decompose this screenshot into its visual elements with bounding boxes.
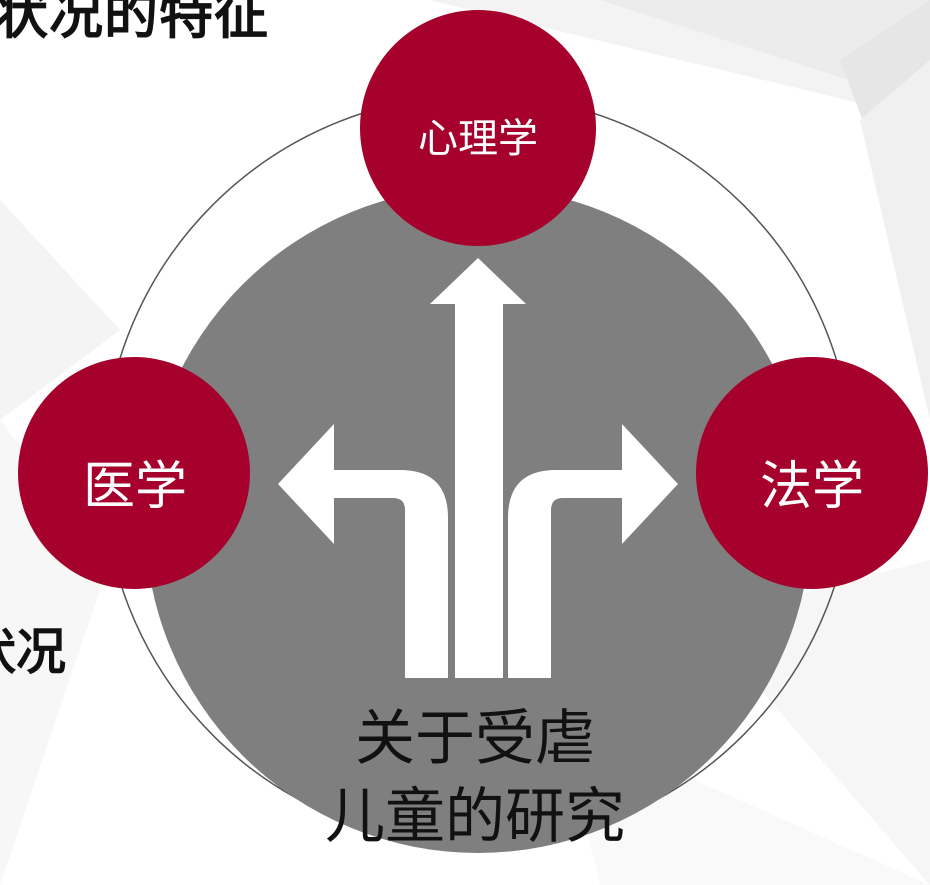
center-caption: 关于受虐 儿童的研究 bbox=[275, 700, 675, 856]
three-way-split-arrow-icon bbox=[278, 258, 678, 678]
node-label-medicine: 医学 bbox=[82, 457, 187, 517]
node-circle-left bbox=[18, 357, 250, 589]
node-label-law: 法学 bbox=[759, 457, 864, 517]
clipped-body-text: 状况 bbox=[0, 622, 66, 681]
center-caption-line2: 儿童的研究 bbox=[325, 782, 625, 852]
node-circle-right bbox=[696, 357, 928, 589]
center-caption-line1: 关于受虐 bbox=[355, 704, 595, 774]
clipped-title: 状况的特征 bbox=[0, 0, 269, 46]
node-circle-top bbox=[360, 10, 596, 246]
node-label-psychology: 心理学 bbox=[418, 116, 538, 162]
